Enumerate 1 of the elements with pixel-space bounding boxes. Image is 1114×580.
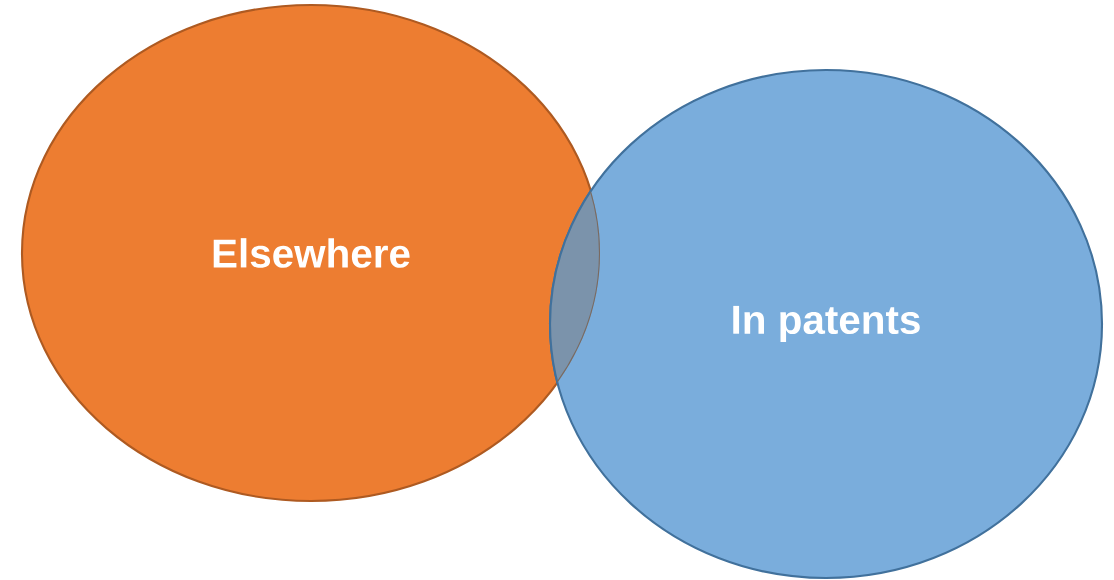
node-label: In patents bbox=[733, 305, 920, 343]
